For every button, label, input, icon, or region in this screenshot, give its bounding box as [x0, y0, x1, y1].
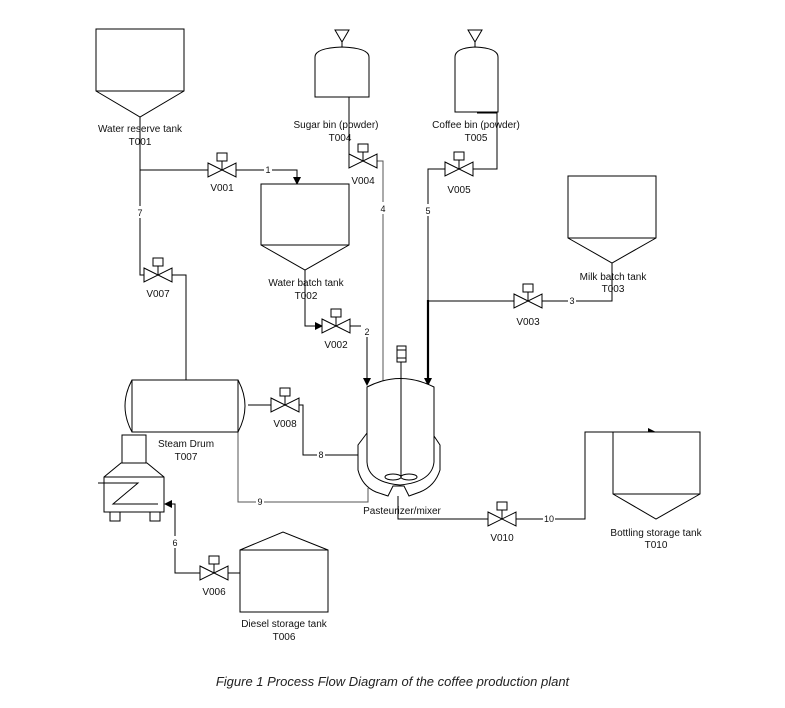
drum-tag: T007: [175, 452, 198, 463]
tank-tag: T001: [129, 137, 152, 148]
drum-name: Steam Drum: [158, 439, 214, 450]
water-batch-tank: Water batch tank T002: [260, 183, 350, 302]
bin-tag: T004: [329, 133, 352, 144]
stream-label-10: 10: [544, 514, 554, 524]
bin-name: Sugar bin (powder): [293, 120, 378, 131]
stream-label-6: 6: [172, 538, 177, 548]
tank-name: Water batch tank: [268, 278, 344, 289]
tank-name: Diesel storage tank: [241, 619, 328, 630]
stream-label-8: 8: [318, 450, 323, 460]
stream-labels: 1 2 3 4 5 6 7 8 9 10: [136, 163, 576, 548]
bin-tag: T005: [465, 133, 488, 144]
stream-label-4: 4: [380, 204, 385, 214]
milk-batch-tank: Milk batch tank T003: [567, 175, 657, 295]
boiler: [98, 434, 165, 522]
valve-tag: V008: [273, 419, 297, 430]
valve-V005[interactable]: V005: [444, 151, 474, 196]
tank-name: Bottling storage tank: [610, 528, 702, 539]
stream-2-line: [304, 270, 371, 386]
valve-tag: V004: [351, 176, 375, 187]
stream-7-line: [139, 170, 187, 380]
tank-tag: T010: [645, 540, 668, 551]
valve-tag: V001: [210, 183, 234, 194]
stream-label-7: 7: [137, 208, 142, 218]
stream-4-line: [348, 97, 384, 387]
diesel-storage-tank: Diesel storage tank T006: [239, 531, 329, 643]
stream-3-line: [428, 263, 613, 302]
coffee-bin: Coffee bin (powder) T005: [432, 29, 520, 144]
stream-label-1: 1: [265, 165, 270, 175]
valve-tag: V010: [490, 533, 514, 544]
valve-V003[interactable]: V003: [513, 283, 543, 328]
water-reserve-tank: Water reserve tank T001: [95, 28, 185, 148]
stream-label-5: 5: [425, 206, 430, 216]
tank-tag: T002: [295, 291, 318, 302]
stream-9-line: [237, 420, 369, 503]
stream-label-3: 3: [569, 296, 574, 306]
stream-label-2: 2: [364, 327, 369, 337]
figure-caption: Figure 1 Process Flow Diagram of the cof…: [215, 674, 570, 689]
valve-tag: V002: [324, 340, 348, 351]
tank-tag: T003: [602, 284, 625, 295]
stream-5-line: [424, 112, 498, 386]
bin-name: Coffee bin (powder): [432, 120, 520, 131]
valve-tag: V006: [202, 587, 226, 598]
valve-tag: V003: [516, 317, 540, 328]
valve-V004[interactable]: V004: [348, 143, 378, 187]
steam-drum: Steam Drum T007: [124, 379, 246, 463]
valve-V001[interactable]: V001: [207, 152, 237, 194]
stream-8-line: [248, 404, 359, 456]
tank-name: Water reserve tank: [98, 124, 183, 135]
valve-tag: V005: [447, 185, 471, 196]
tank-tag: T006: [273, 632, 296, 643]
valve-V007[interactable]: V007: [143, 257, 173, 300]
tank-name: Milk batch tank: [580, 272, 648, 283]
valve-V002[interactable]: V002: [321, 308, 351, 351]
bottling-storage-tank: Bottling storage tank T010: [610, 431, 703, 551]
valve-V008[interactable]: V008: [270, 387, 300, 430]
pasteurizer-mixer: Pasteurizer/mixer: [357, 345, 442, 517]
valve-V010[interactable]: V010: [487, 501, 517, 544]
sugar-bin: Sugar bin (powder) T004: [293, 29, 379, 144]
mixer-name: Pasteurizer/mixer: [363, 506, 441, 517]
valve-tag: V007: [146, 289, 170, 300]
stream-label-9: 9: [257, 497, 262, 507]
valve-V006[interactable]: V006: [199, 555, 229, 598]
